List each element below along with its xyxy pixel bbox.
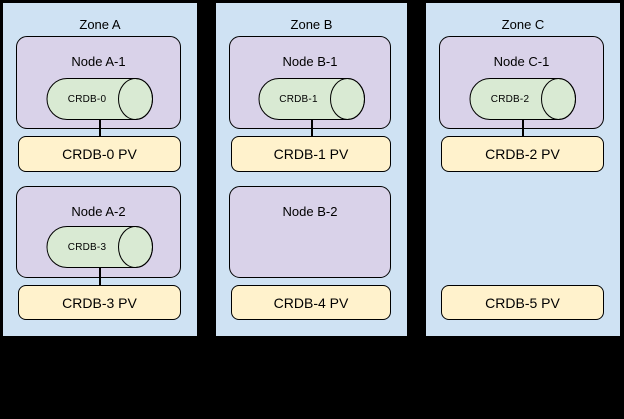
pv-box: CRDB-2 PV <box>441 136 604 172</box>
zone-c: Zone C Node C-1 CRDB-2 CRDB-2 PV CRDB-5 … <box>425 2 621 337</box>
node-title: Node C-1 <box>493 54 550 69</box>
pv-label: CRDB-3 PV <box>62 294 137 311</box>
zone-title: Zone B <box>290 17 333 32</box>
pod-pv-connector <box>99 119 101 137</box>
zone-a: Zone A Node A-1 CRDB-0 CRDB-0 PV Node A-… <box>2 2 198 337</box>
pv-box: CRDB-3 PV <box>18 285 181 320</box>
pv-label: CRDB-5 PV <box>485 294 560 311</box>
node-b2-empty: Node B-2 <box>229 186 391 278</box>
pv-box: CRDB-0 PV <box>18 136 181 172</box>
pv-label: CRDB-0 PV <box>62 146 137 162</box>
pv-box: CRDB-1 PV <box>231 136 391 172</box>
crdb-pod-c1: CRDB-2 <box>469 78 577 120</box>
node-title: Node A-1 <box>71 54 126 69</box>
zone-b: Zone B Node B-1 CRDB-1 CRDB-1 PV Node B-… <box>215 2 408 337</box>
pv-box-unattached: CRDB-5 PV <box>441 285 604 320</box>
node-title: Node B-2 <box>282 204 338 219</box>
pv-label: CRDB-2 PV <box>485 146 560 162</box>
cylinder-label: CRDB-0 <box>67 93 107 105</box>
crdb-pod-a2: CRDB-3 <box>46 226 154 268</box>
database-cylinder-icon <box>469 78 577 120</box>
pv-box-unattached: CRDB-4 PV <box>231 285 391 320</box>
pv-label: CRDB-4 PV <box>273 294 349 311</box>
database-cylinder-icon <box>46 226 154 268</box>
pod-pv-connector <box>522 119 524 137</box>
pod-pv-connector <box>310 119 313 137</box>
crdb-pod-b1: CRDB-1 <box>258 78 365 120</box>
node-title: Node A-2 <box>71 204 126 219</box>
cylinder-label: CRDB-2 <box>490 93 530 105</box>
crdb-pod-a1: CRDB-0 <box>46 78 154 120</box>
pv-label: CRDB-1 PV <box>273 146 349 162</box>
cylinder-label: CRDB-3 <box>67 241 107 253</box>
zone-title: Zone A <box>79 17 121 32</box>
database-cylinder-icon <box>46 78 154 120</box>
pod-pv-connector <box>99 267 101 286</box>
cylinder-label: CRDB-1 <box>279 93 318 105</box>
database-cylinder-icon <box>258 78 365 120</box>
node-title: Node B-1 <box>282 54 338 69</box>
zone-title: Zone C <box>501 17 545 32</box>
